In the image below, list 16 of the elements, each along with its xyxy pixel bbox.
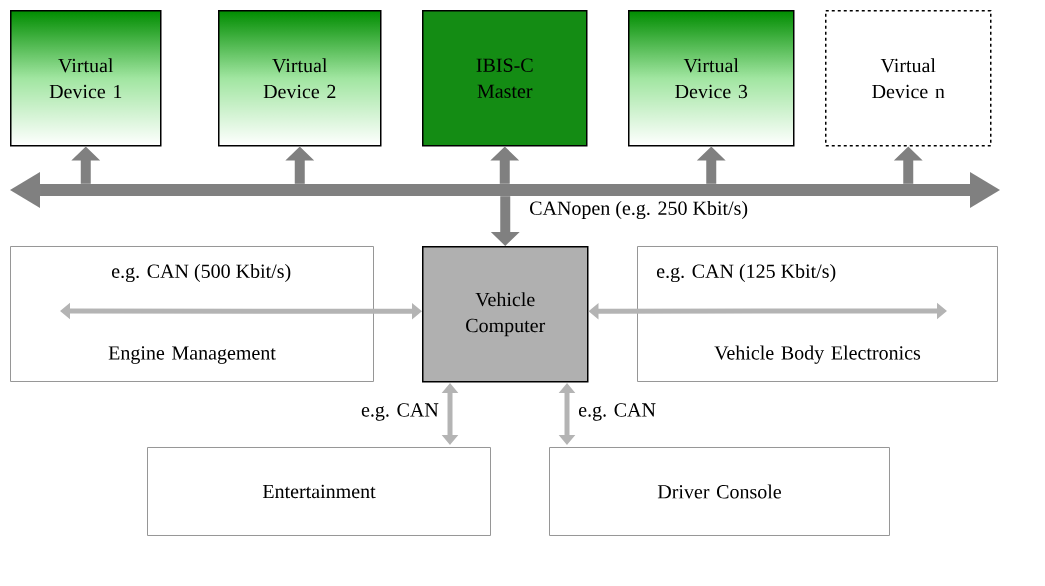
edge-label: e.g. CAN (500 Kbit/s): [112, 263, 291, 283]
computer-box: Vehicle Computer: [422, 246, 589, 383]
edge-label: e.g. CAN (125 Kbit/s): [657, 263, 836, 283]
device-box: Virtual Device 1: [10, 10, 162, 147]
bus-label: CANopen (e.g. 250 Kbit/s): [530, 200, 748, 220]
device-box: Driver Console: [549, 447, 890, 536]
master-box: IBIS-C Master: [422, 10, 588, 147]
device-box: Virtual Device n: [825, 10, 992, 147]
device-box: Entertainment: [147, 447, 491, 536]
edge-label: e.g. CAN: [361, 403, 439, 421]
edge-label: e.g. CAN: [579, 403, 656, 421]
device-box: Virtual Device 2: [218, 10, 382, 147]
device-box: Virtual Device 3: [628, 10, 795, 147]
arrow: [441, 383, 459, 445]
arrow: [558, 383, 576, 445]
arrow: [60, 302, 422, 320]
